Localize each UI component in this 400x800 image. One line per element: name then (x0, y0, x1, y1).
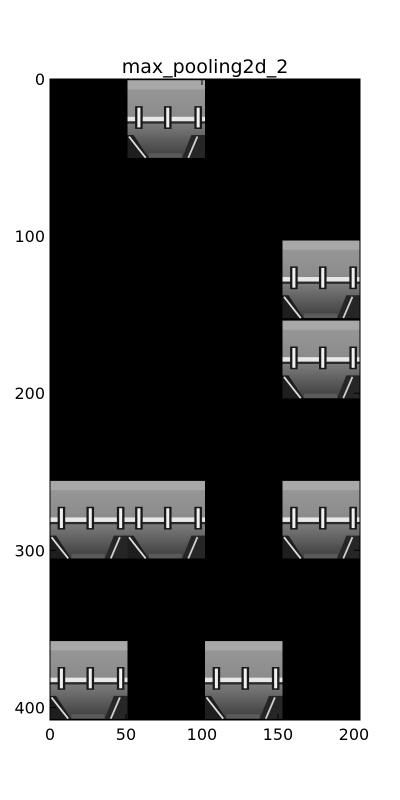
plot-frame (49, 78, 361, 721)
x-tick-label: 50 (116, 725, 136, 744)
feature-tile-r5-c3 (282, 479, 360, 560)
plot-background (50, 79, 360, 720)
y-axis: 0 100 200 300 400 (14, 70, 360, 717)
y-tick-label: 400 (14, 698, 45, 717)
feature-tile-r5-c1 (127, 479, 205, 560)
feature-tile-r0-c1 (127, 79, 205, 159)
x-tick-label: 0 (45, 725, 55, 744)
feature-tile-r5-c0 (50, 479, 128, 560)
x-tick-label: 200 (339, 725, 370, 744)
feature-tile-r7-c2 (205, 640, 283, 720)
x-tick-label: 100 (187, 725, 218, 744)
chart-title: max_pooling2d_2 (122, 56, 289, 78)
plot-area (49, 78, 361, 721)
y-tick-label: 300 (14, 541, 45, 560)
x-tick-label: 150 (263, 725, 294, 744)
feature-tile-r7-c0 (50, 640, 128, 720)
x-axis: 0 50 100 150 200 (45, 79, 369, 744)
y-tick-label: 0 (35, 70, 45, 89)
feature-tile-r3-c3 (282, 319, 360, 400)
feature-tile-r2-c3 (282, 239, 360, 320)
y-tick-label: 100 (14, 227, 45, 246)
y-tick-label: 200 (14, 384, 45, 403)
